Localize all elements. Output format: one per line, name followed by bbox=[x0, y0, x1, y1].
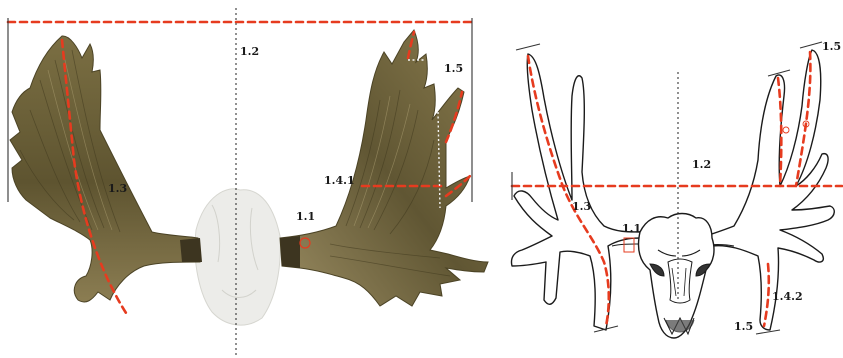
drawing-right-antler bbox=[700, 50, 834, 330]
photo-label-1-2: 1.2 bbox=[240, 45, 259, 58]
drawing-label-1-2: 1.2 bbox=[692, 158, 711, 171]
photo-label-1-1: 1.1 bbox=[296, 210, 315, 223]
drawing-left-antler bbox=[511, 54, 640, 330]
photo-label-1-5: 1.5 bbox=[444, 62, 463, 75]
photo-skull bbox=[195, 189, 280, 325]
photo-label-1-3: 1.3 bbox=[108, 182, 127, 195]
photo-label-1-4-1: 1.4.1 bbox=[324, 174, 355, 187]
drawing-label-1-3: 1.3 bbox=[572, 200, 591, 213]
drawing-label-1-1: 1.1 bbox=[622, 222, 641, 235]
drawing-label-1-5-top: 1.5 bbox=[822, 40, 841, 53]
drawing-burr-mark bbox=[624, 238, 634, 252]
photo-panel: 1.2 1.3 1.4.1 1.1 1.5 bbox=[8, 8, 488, 356]
drawing-label-1-4-2: 1.4.2 bbox=[772, 290, 803, 303]
drawing-label-1-5-bottom: 1.5 bbox=[734, 320, 753, 333]
photo-left-antler bbox=[10, 36, 200, 302]
drawing-panel: 1.2 1.3 1.1 1.4.2 1.5 1.5 bbox=[511, 40, 842, 338]
